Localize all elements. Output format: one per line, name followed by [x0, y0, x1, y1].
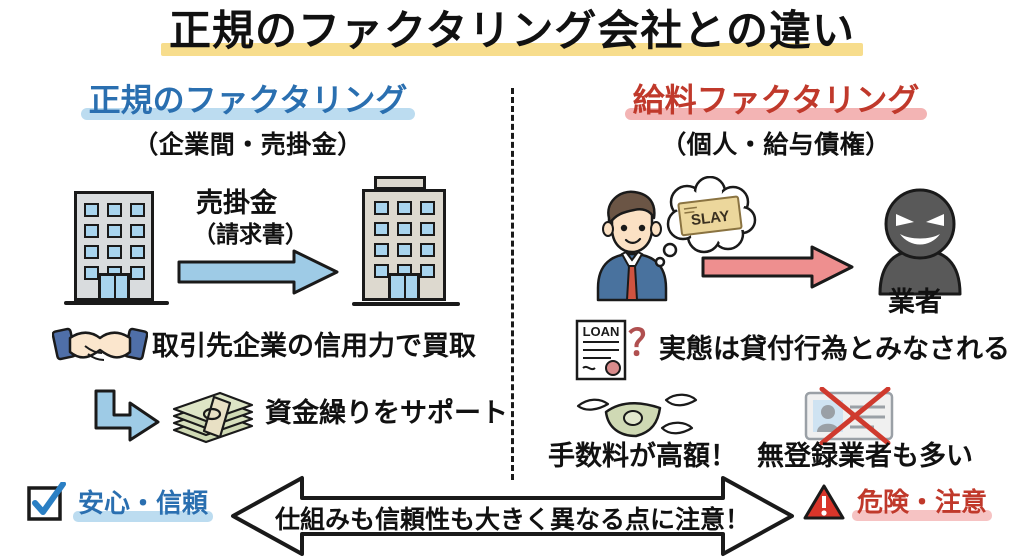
- right-point-3-text: 無登録業者も多い: [757, 441, 973, 471]
- thought-ticket-label: SLAY: [690, 208, 730, 230]
- left-column-heading: 正規のファクタリング （企業間・売掛金）: [18, 82, 478, 161]
- danger-badge-highlight: [852, 510, 993, 521]
- title-text: 正規のファクタリング会社との違い: [169, 7, 855, 54]
- warning-triangle-icon: [803, 484, 845, 519]
- id-card-crossed-out-icon: [804, 387, 894, 445]
- double-arrow-icon: [231, 476, 794, 556]
- banner-caption: 仕組みも信頼性も大きく異なる点に注意！: [274, 506, 750, 534]
- loan-document-icon: LOAN: [575, 319, 627, 381]
- right-arrow-icon: [701, 245, 854, 289]
- title-highlight: [161, 43, 863, 57]
- safe-badge-text: 安心・信頼: [78, 487, 209, 518]
- left-point-2-text: 資金繰りをサポート: [265, 398, 508, 428]
- villain-label: 業者: [888, 287, 942, 317]
- office-building-icon: [64, 183, 169, 305]
- right-column-heading: 給料ファクタリング （個人・給与債権）: [546, 82, 1006, 161]
- danger-badge-text: 危険・注意: [857, 487, 988, 517]
- right-heading-highlight: [624, 107, 928, 120]
- right-subheading: （個人・給与債権）: [661, 130, 891, 159]
- office-building-icon: [352, 176, 460, 306]
- thought-bubble-icon: SLAY: [654, 176, 757, 268]
- left-heading-highlight: [80, 107, 416, 120]
- right-heading-text: 給料ファクタリング: [632, 82, 920, 118]
- turn-down-right-arrow-icon: [94, 389, 160, 442]
- flying-money-icon: [576, 393, 698, 438]
- businessman-icon: [596, 190, 668, 302]
- cash-bundle-icon: [172, 391, 254, 444]
- right-point-2-text: 手数料が高額！: [548, 441, 737, 471]
- left-heading-text: 正規のファクタリング: [88, 82, 408, 118]
- left-subheading: （企業間・売掛金）: [133, 130, 363, 159]
- column-divider: [511, 88, 514, 480]
- status-badge-danger: 危険・注意: [803, 482, 993, 521]
- right-arrow-icon: [177, 249, 339, 295]
- handshake-icon: [52, 327, 148, 361]
- checkbox-checked-icon: [27, 482, 66, 521]
- page-title: 正規のファクタリング会社との違い: [0, 7, 1024, 57]
- safe-badge-highlight: [73, 510, 214, 522]
- status-badge-safe: 安心・信頼: [26, 482, 214, 522]
- left-point-1-text: 取引先企業の信用力で買取: [152, 331, 476, 361]
- left-flow-label-line2: （請求書）: [193, 221, 308, 247]
- loan-document-label: LOAN: [583, 324, 620, 339]
- question-mark-icon: ？: [628, 322, 665, 363]
- left-flow-label-line1: 売掛金: [196, 188, 277, 218]
- comparison-banner: 仕組みも信頼性も大きく異なる点に注意！: [230, 474, 795, 559]
- villain-icon: [878, 188, 962, 296]
- right-point-1-text: 実態は貸付行為とみなされる: [659, 334, 1010, 364]
